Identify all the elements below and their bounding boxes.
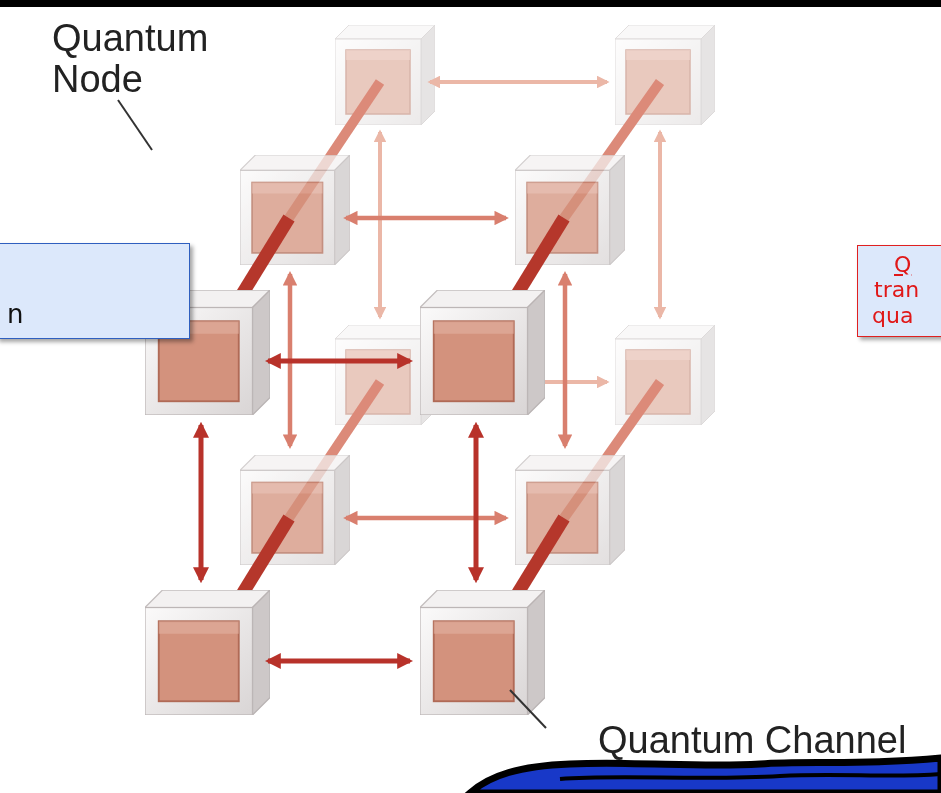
leader-line bbox=[118, 100, 152, 150]
callout-text: qua bbox=[872, 303, 940, 328]
channel-label: Quantum Channel bbox=[598, 720, 933, 761]
callout-heading: Q bbox=[894, 252, 940, 277]
node-label: Quantum Node bbox=[52, 18, 227, 100]
callout-text: tran bbox=[874, 277, 940, 302]
callout-box: Qtranqua bbox=[857, 245, 941, 337]
callout-box: n bbox=[0, 243, 190, 339]
leader-line bbox=[510, 690, 546, 728]
callout-text: n bbox=[7, 300, 179, 330]
